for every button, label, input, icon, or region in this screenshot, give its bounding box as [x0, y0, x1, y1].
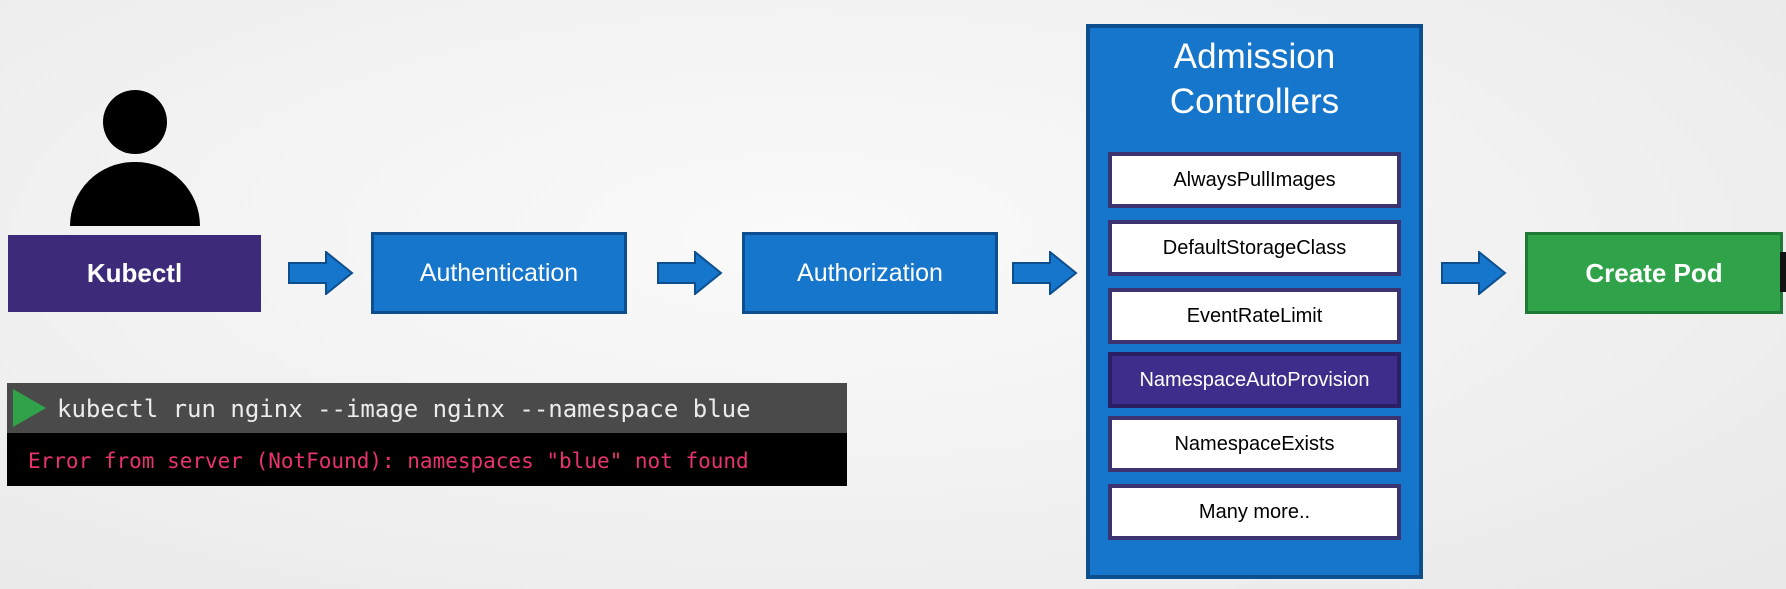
- create-pod-label: Create Pod: [1585, 257, 1723, 288]
- edge-marker: [1780, 252, 1786, 292]
- authorization-label: Authorization: [797, 258, 943, 287]
- admission-item-label: DefaultStorageClass: [1162, 236, 1347, 259]
- create-pod-box: Create Pod: [1525, 232, 1783, 314]
- right-arrow-icon: [288, 251, 354, 295]
- admission-item-default-storage-class: DefaultStorageClass: [1108, 220, 1401, 276]
- admission-item-namespace-exists: NamespaceExists: [1108, 416, 1401, 472]
- right-arrow-icon: [657, 251, 723, 295]
- admission-title-line-2: Controllers: [1169, 82, 1340, 121]
- user-head-shape: [103, 90, 167, 154]
- right-arrow-icon: [1441, 251, 1507, 295]
- terminal-command: kubectl run nginx --image nginx --namesp…: [57, 395, 751, 423]
- admission-item-label: NamespaceAutoProvision: [1139, 368, 1370, 391]
- admission-item-label: AlwaysPullImages: [1173, 168, 1336, 191]
- kubectl-label: Kubectl: [86, 258, 183, 288]
- terminal-output-bar: [7, 433, 847, 486]
- play-triangle-icon: [13, 389, 46, 427]
- authentication-label: Authentication: [419, 258, 579, 287]
- terminal-command-bar: [7, 383, 847, 433]
- admission-item-namespace-auto-provision: NamespaceAutoProvision: [1108, 352, 1401, 408]
- right-arrow-icon: [1012, 251, 1078, 295]
- admission-item-label: NamespaceExists: [1174, 432, 1335, 455]
- authorization-box: Authorization: [742, 232, 998, 314]
- user-body-shape: [70, 162, 200, 226]
- kubectl-box: Kubectl: [8, 235, 261, 312]
- admission-title-line-1: Admission: [1173, 37, 1336, 76]
- admission-item-always-pull-images: AlwaysPullImages: [1108, 152, 1401, 208]
- admission-item-label: Many more..: [1198, 500, 1311, 523]
- terminal-error-output: Error from server (NotFound): namespaces…: [28, 449, 749, 473]
- authentication-box: Authentication: [371, 232, 627, 314]
- admission-item-many-more: Many more..: [1108, 484, 1401, 540]
- admission-item-event-rate-limit: EventRateLimit: [1108, 288, 1401, 344]
- admission-item-label: EventRateLimit: [1186, 304, 1323, 327]
- admission-controllers-title: Admission Controllers: [1086, 34, 1423, 124]
